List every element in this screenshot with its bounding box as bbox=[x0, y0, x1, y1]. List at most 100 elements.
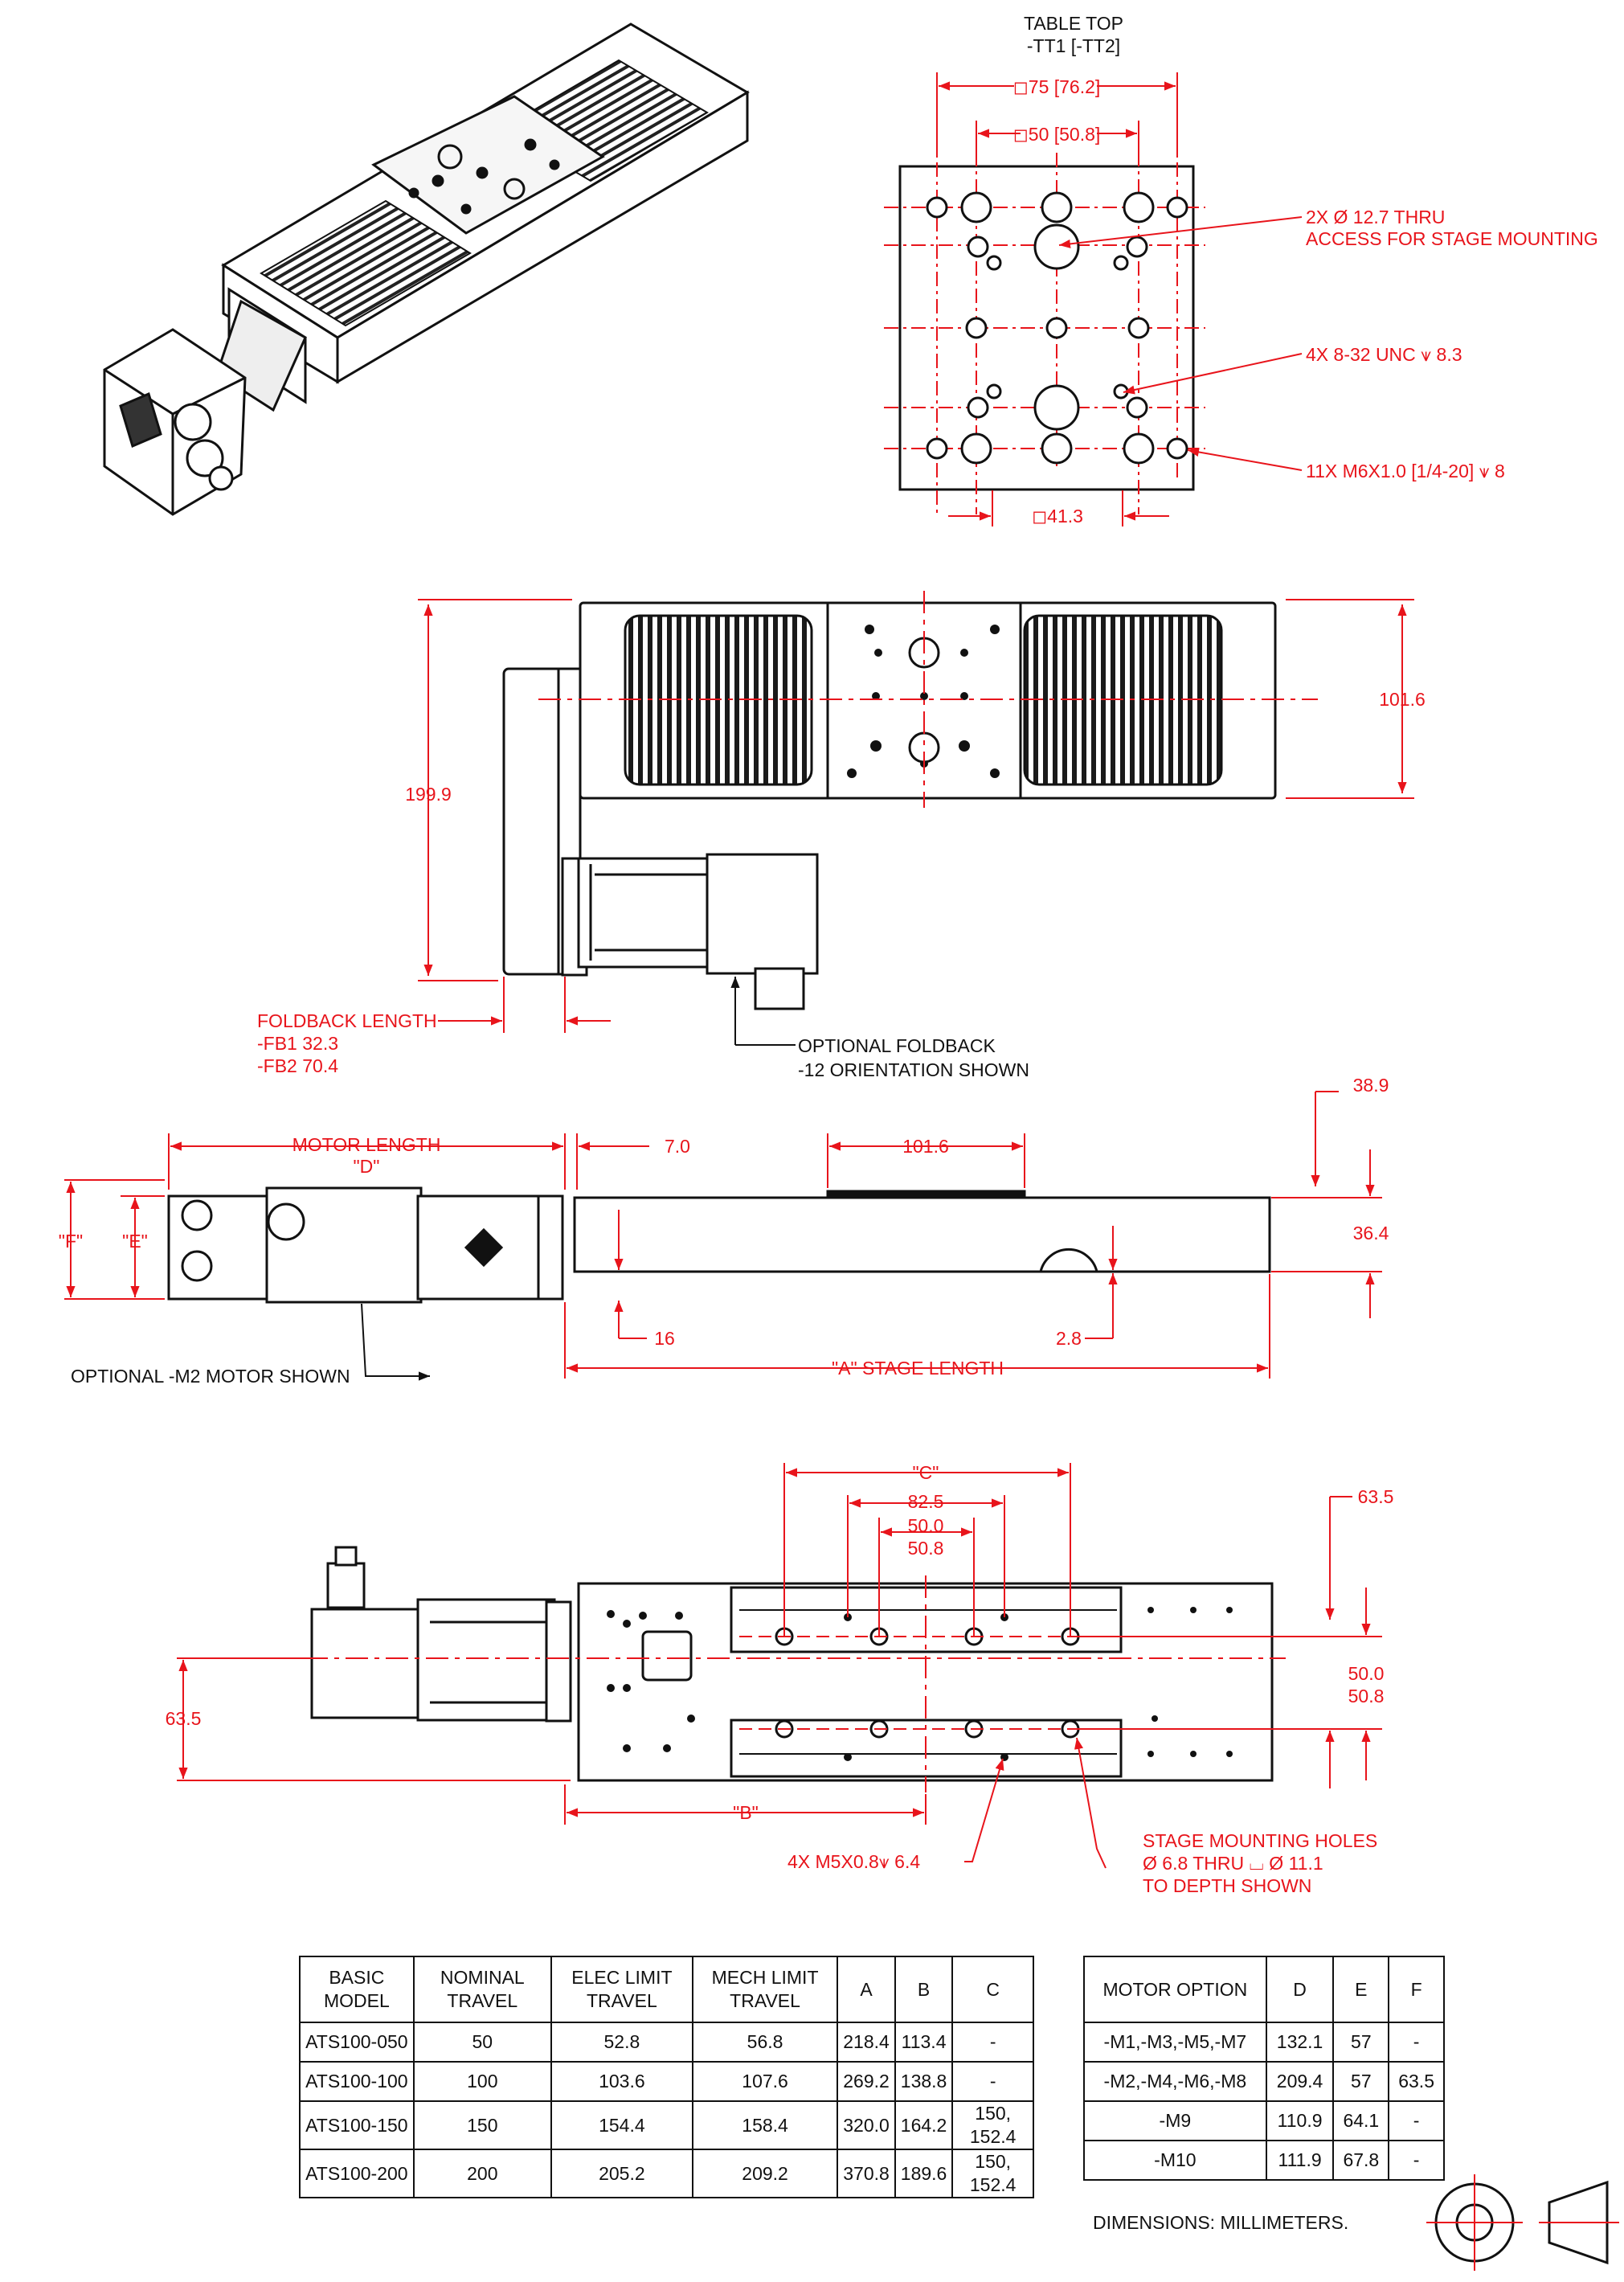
dim-motor-length: MOTOR LENGTH bbox=[292, 1134, 441, 1155]
dim-table-outer: ◻75 [76.2] bbox=[1013, 76, 1101, 97]
dim-36-4: 36.4 bbox=[1353, 1223, 1389, 1243]
model-cell: ATS100-200 bbox=[299, 2149, 415, 2198]
model-cell: ATS100-150 bbox=[299, 2100, 415, 2150]
model-cell: 320.0 bbox=[837, 2100, 896, 2150]
label-e: "E" bbox=[122, 1231, 148, 1252]
model-cell: 189.6 bbox=[894, 2149, 954, 2198]
table-top-title: TABLE TOP bbox=[1024, 13, 1123, 34]
dim-50-8-right: 50.8 bbox=[1348, 1686, 1385, 1706]
model-cell: 200 bbox=[412, 2149, 552, 2198]
table-row: -M1,-M3,-M5,-M7 132.1 57 - bbox=[1083, 2022, 1445, 2063]
model-spec-table: BASIC MODEL NOMINAL TRAVEL ELEC LIMIT TR… bbox=[299, 1956, 1034, 2198]
motor-cell: 64.1 bbox=[1332, 2100, 1390, 2141]
motor-header: E bbox=[1332, 1956, 1390, 2023]
model-cell: 150, 152.4 bbox=[951, 2149, 1034, 2198]
motor-cell: 110.9 bbox=[1265, 2100, 1335, 2141]
table-row: ATS100-200 200 205.2 209.2 370.8 189.6 1… bbox=[299, 2149, 1034, 2198]
motor-cell: - bbox=[1388, 2022, 1445, 2063]
model-cell: 113.4 bbox=[894, 2022, 954, 2063]
motor-header: MOTOR OPTION bbox=[1083, 1956, 1267, 2023]
dim-top-width: 101.6 bbox=[1379, 689, 1426, 710]
model-cell: 370.8 bbox=[837, 2149, 896, 2198]
optional-foldback-2: -12 ORIENTATION SHOWN bbox=[798, 1059, 1029, 1080]
model-cell: 164.2 bbox=[894, 2100, 954, 2150]
table-row: -M2,-M4,-M6,-M8 209.4 57 63.5 bbox=[1083, 2061, 1445, 2102]
model-cell: 50 bbox=[412, 2022, 552, 2063]
model-header: C bbox=[951, 1956, 1034, 2023]
model-header: ELEC LIMIT TRAVEL bbox=[550, 1956, 693, 2023]
table-row: ATS100-100 100 103.6 107.6 269.2 138.8 - bbox=[299, 2061, 1034, 2102]
units-note: DIMENSIONS: MILLIMETERS. bbox=[1093, 2212, 1349, 2233]
mount-holes-3: TO DEPTH SHOWN bbox=[1143, 1875, 1311, 1896]
dim-table-bottom: ◻41.3 bbox=[1032, 506, 1083, 526]
motor-cell: -M2,-M4,-M6,-M8 bbox=[1083, 2061, 1267, 2102]
model-cell: ATS100-050 bbox=[299, 2022, 415, 2063]
motor-cell: 209.4 bbox=[1265, 2061, 1335, 2102]
model-header: B bbox=[894, 1956, 954, 2023]
model-cell: 107.6 bbox=[691, 2061, 839, 2102]
table-top-view: TABLE TOP -TT1 [-TT2] bbox=[884, 13, 1598, 526]
model-cell: - bbox=[951, 2061, 1034, 2102]
model-cell: 138.8 bbox=[894, 2061, 954, 2102]
model-cell: 154.4 bbox=[550, 2100, 693, 2150]
callout-m6: 11X M6X1.0 [1/4-20] ⩛ 8 bbox=[1306, 461, 1505, 481]
motor-header: F bbox=[1388, 1956, 1445, 2023]
side-view: MOTOR LENGTH "D" 7.0 101.6 38.9 36.4 "F"… bbox=[59, 1075, 1389, 1387]
dim-c: "C" bbox=[913, 1462, 939, 1483]
model-cell: 103.6 bbox=[550, 2061, 693, 2102]
motor-cell: 111.9 bbox=[1265, 2140, 1335, 2181]
dim-b: "B" bbox=[733, 1802, 759, 1823]
model-cell: 100 bbox=[412, 2061, 552, 2102]
motor-header: D bbox=[1265, 1956, 1335, 2023]
callout-unc: 4X 8-32 UNC ⩛ 8.3 bbox=[1306, 344, 1462, 365]
bottom-view: "C" 82.5 50.0 50.8 63.5 63.5 50.0 50.8 "… bbox=[166, 1462, 1394, 1896]
motor-cell: 67.8 bbox=[1332, 2140, 1390, 2181]
model-cell: 269.2 bbox=[837, 2061, 896, 2102]
dim-101-side: 101.6 bbox=[902, 1136, 949, 1157]
model-cell: 150 bbox=[412, 2100, 552, 2150]
motor-shown-label: OPTIONAL -M2 MOTOR SHOWN bbox=[71, 1366, 350, 1387]
model-cell: 56.8 bbox=[691, 2022, 839, 2063]
model-header: MECH LIMIT TRAVEL bbox=[691, 1956, 839, 2023]
model-cell: 218.4 bbox=[837, 2022, 896, 2063]
model-cell: 150, 152.4 bbox=[951, 2100, 1034, 2150]
table-row: -M9 110.9 64.1 - bbox=[1083, 2100, 1445, 2141]
table-row: -M10 111.9 67.8 - bbox=[1083, 2140, 1445, 2181]
callout-thru-line1: 2X Ø 12.7 THRU bbox=[1306, 207, 1445, 227]
table-top-subtitle: -TT1 [-TT2] bbox=[1027, 35, 1120, 56]
dim-top-height: 199.9 bbox=[405, 784, 452, 805]
foldback-label-1: FOLDBACK LENGTH bbox=[257, 1010, 437, 1031]
motor-cell: -M10 bbox=[1083, 2140, 1267, 2181]
mount-holes-2: Ø 6.8 THRU ⌴ Ø 11.1 bbox=[1143, 1853, 1323, 1874]
dim-stage-length: "A" STAGE LENGTH bbox=[832, 1358, 1004, 1379]
motor-cell: 57 bbox=[1332, 2061, 1390, 2102]
motor-option-table: MOTOR OPTION D E F -M1,-M3,-M5,-M7 132.1… bbox=[1083, 1956, 1445, 2181]
motor-cell: -M9 bbox=[1083, 2100, 1267, 2141]
model-cell: 205.2 bbox=[550, 2149, 693, 2198]
model-cell: 52.8 bbox=[550, 2022, 693, 2063]
motor-cell: - bbox=[1388, 2100, 1445, 2141]
table-row: ATS100-050 50 52.8 56.8 218.4 113.4 - bbox=[299, 2022, 1034, 2063]
table-row: ATS100-150 150 154.4 158.4 320.0 164.2 1… bbox=[299, 2100, 1034, 2150]
model-header: BASIC MODEL bbox=[299, 1956, 415, 2023]
foldback-label-3: -FB2 70.4 bbox=[257, 1055, 338, 1076]
model-header: NOMINAL TRAVEL bbox=[412, 1956, 552, 2023]
dim-50-8-top: 50.8 bbox=[908, 1538, 944, 1559]
dim-table-inner: ◻50 [50.8] bbox=[1013, 124, 1101, 145]
model-cell: 209.2 bbox=[691, 2149, 839, 2198]
dim-2-8: 2.8 bbox=[1056, 1328, 1082, 1349]
motor-cell: 63.5 bbox=[1388, 2061, 1445, 2102]
dim-63-5-top: 63.5 bbox=[1358, 1486, 1394, 1507]
dim-50-0-right: 50.0 bbox=[1348, 1663, 1385, 1684]
dim-82-5: 82.5 bbox=[908, 1491, 944, 1512]
model-cell: - bbox=[951, 2022, 1034, 2063]
model-cell: 158.4 bbox=[691, 2100, 839, 2150]
optional-foldback-1: OPTIONAL FOLDBACK bbox=[798, 1035, 996, 1056]
dim-motor-d: "D" bbox=[354, 1156, 380, 1177]
holes-m5-label: 4X M5X0.8⩛ 6.4 bbox=[787, 1851, 920, 1872]
motor-cell: 132.1 bbox=[1265, 2022, 1335, 2063]
dim-50-0-top: 50.0 bbox=[908, 1515, 944, 1536]
dim-63-5-left: 63.5 bbox=[166, 1708, 202, 1729]
foldback-label-2: -FB1 32.3 bbox=[257, 1033, 338, 1054]
